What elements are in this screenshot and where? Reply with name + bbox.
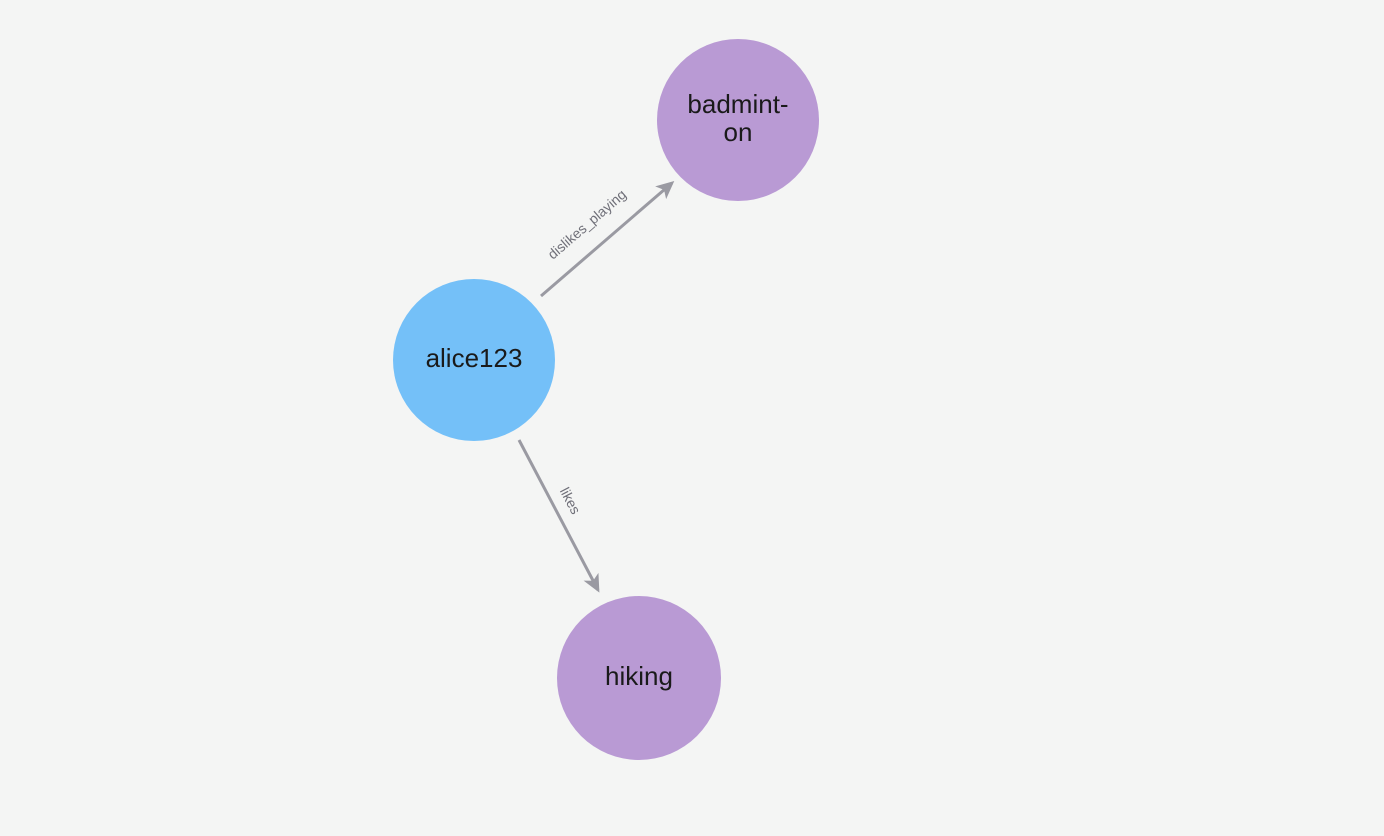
edge-likes[interactable]	[517, 439, 600, 593]
edge-dislikes-playing[interactable]	[540, 181, 675, 298]
node-badminton-circle[interactable]	[657, 39, 819, 201]
node-badminton[interactable]: badmint-on	[657, 39, 819, 201]
node-alice123-circle[interactable]	[393, 279, 555, 441]
edge-likes-label: likes	[557, 485, 584, 517]
node-hiking[interactable]: hiking	[557, 596, 721, 760]
edge-dislikes-playing-label: dislikes_playing	[544, 186, 629, 262]
node-hiking-circle[interactable]	[557, 596, 721, 760]
nodes-layer: alice123 badmint-on hiking	[393, 39, 819, 760]
edges-layer	[517, 181, 675, 593]
node-alice123[interactable]: alice123	[393, 279, 555, 441]
